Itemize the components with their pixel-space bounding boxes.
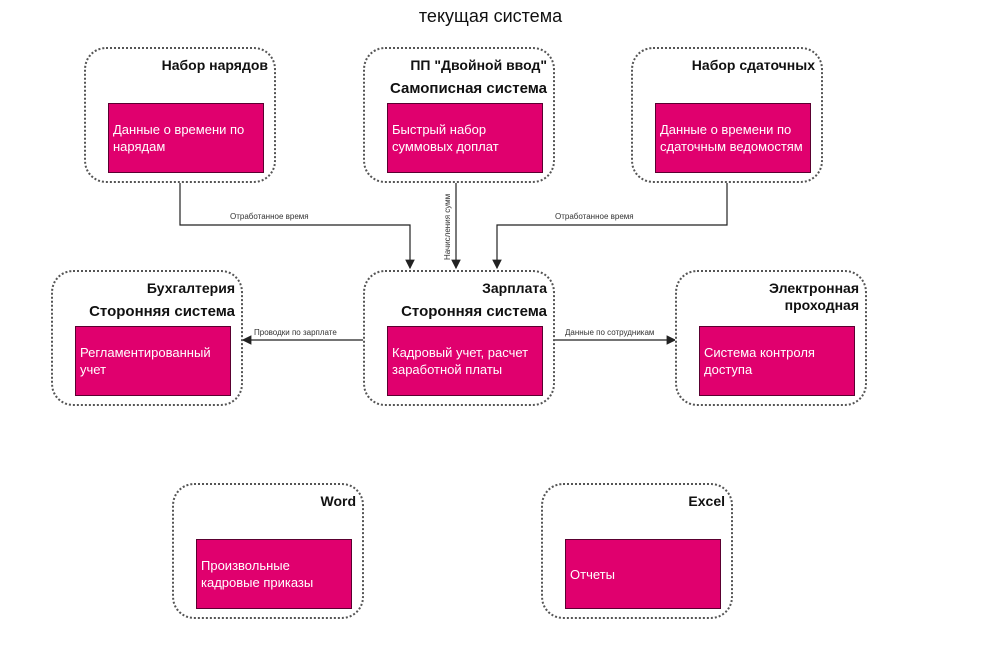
box-delivery-data[interactable]: Данные о времени по сдаточным ведомостям — [655, 103, 811, 173]
group-checkpoint: Электронная проходная Система контроля д… — [675, 270, 867, 406]
group-accounting: Бухгалтерия Сторонняя система Регламенти… — [51, 270, 243, 406]
group-salary-system: Сторонняя система — [401, 303, 547, 320]
edge-orders-to-salary — [179, 183, 415, 270]
group-word-label: Word — [320, 493, 356, 509]
box-word-data[interactable]: Произвольные кадровые приказы — [196, 539, 352, 609]
box-salary-data[interactable]: Кадровый учет, расчет заработной платы — [387, 326, 543, 396]
box-orders-data[interactable]: Данные о времени по нарядам — [108, 103, 264, 173]
group-double-entry: ПП "Двойной ввод" Самописная система Быс… — [363, 47, 555, 183]
edge-label-accounting: Проводки по зарплате — [254, 328, 337, 337]
group-accounting-label: Бухгалтерия — [146, 280, 235, 296]
group-word: Word Произвольные кадровые приказы — [172, 483, 364, 619]
box-checkpoint-data[interactable]: Система контроля доступа — [699, 326, 855, 396]
group-orders-label: Набор нарядов — [161, 57, 268, 73]
box-double-entry-data[interactable]: Быстрый набор суммовых доплат — [387, 103, 543, 173]
group-double-entry-label: ПП "Двойной ввод" — [410, 57, 547, 73]
group-checkpoint-label: Электронная проходная — [769, 280, 859, 313]
box-excel-data[interactable]: Отчеты — [565, 539, 721, 609]
group-double-entry-system: Самописная система — [389, 80, 547, 97]
group-delivery: Набор сдаточных Данные о времени по сдат… — [631, 47, 823, 183]
group-orders: Набор нарядов Данные о времени по наряда… — [84, 47, 276, 183]
group-delivery-label: Набор сдаточных — [691, 57, 815, 73]
group-salary: Зарплата Сторонняя система Кадровый учет… — [363, 270, 555, 406]
group-salary-label: Зарплата — [482, 280, 547, 296]
edge-label-delivery: Отработанное время — [555, 212, 634, 221]
edge-delivery-to-salary — [492, 183, 728, 270]
group-excel-label: Excel — [688, 493, 725, 509]
edge-label-orders: Отработанное время — [230, 212, 309, 221]
diagram-title: текущая система — [418, 6, 563, 26]
group-excel: Excel Отчеты — [541, 483, 733, 619]
edge-label-double: Начисления сумм — [443, 194, 452, 260]
edge-label-checkpoint: Данные по сотрудникам — [565, 328, 654, 337]
box-accounting-data[interactable]: Регламентированный учет — [75, 326, 231, 396]
group-accounting-system: Сторонняя система — [89, 303, 235, 320]
